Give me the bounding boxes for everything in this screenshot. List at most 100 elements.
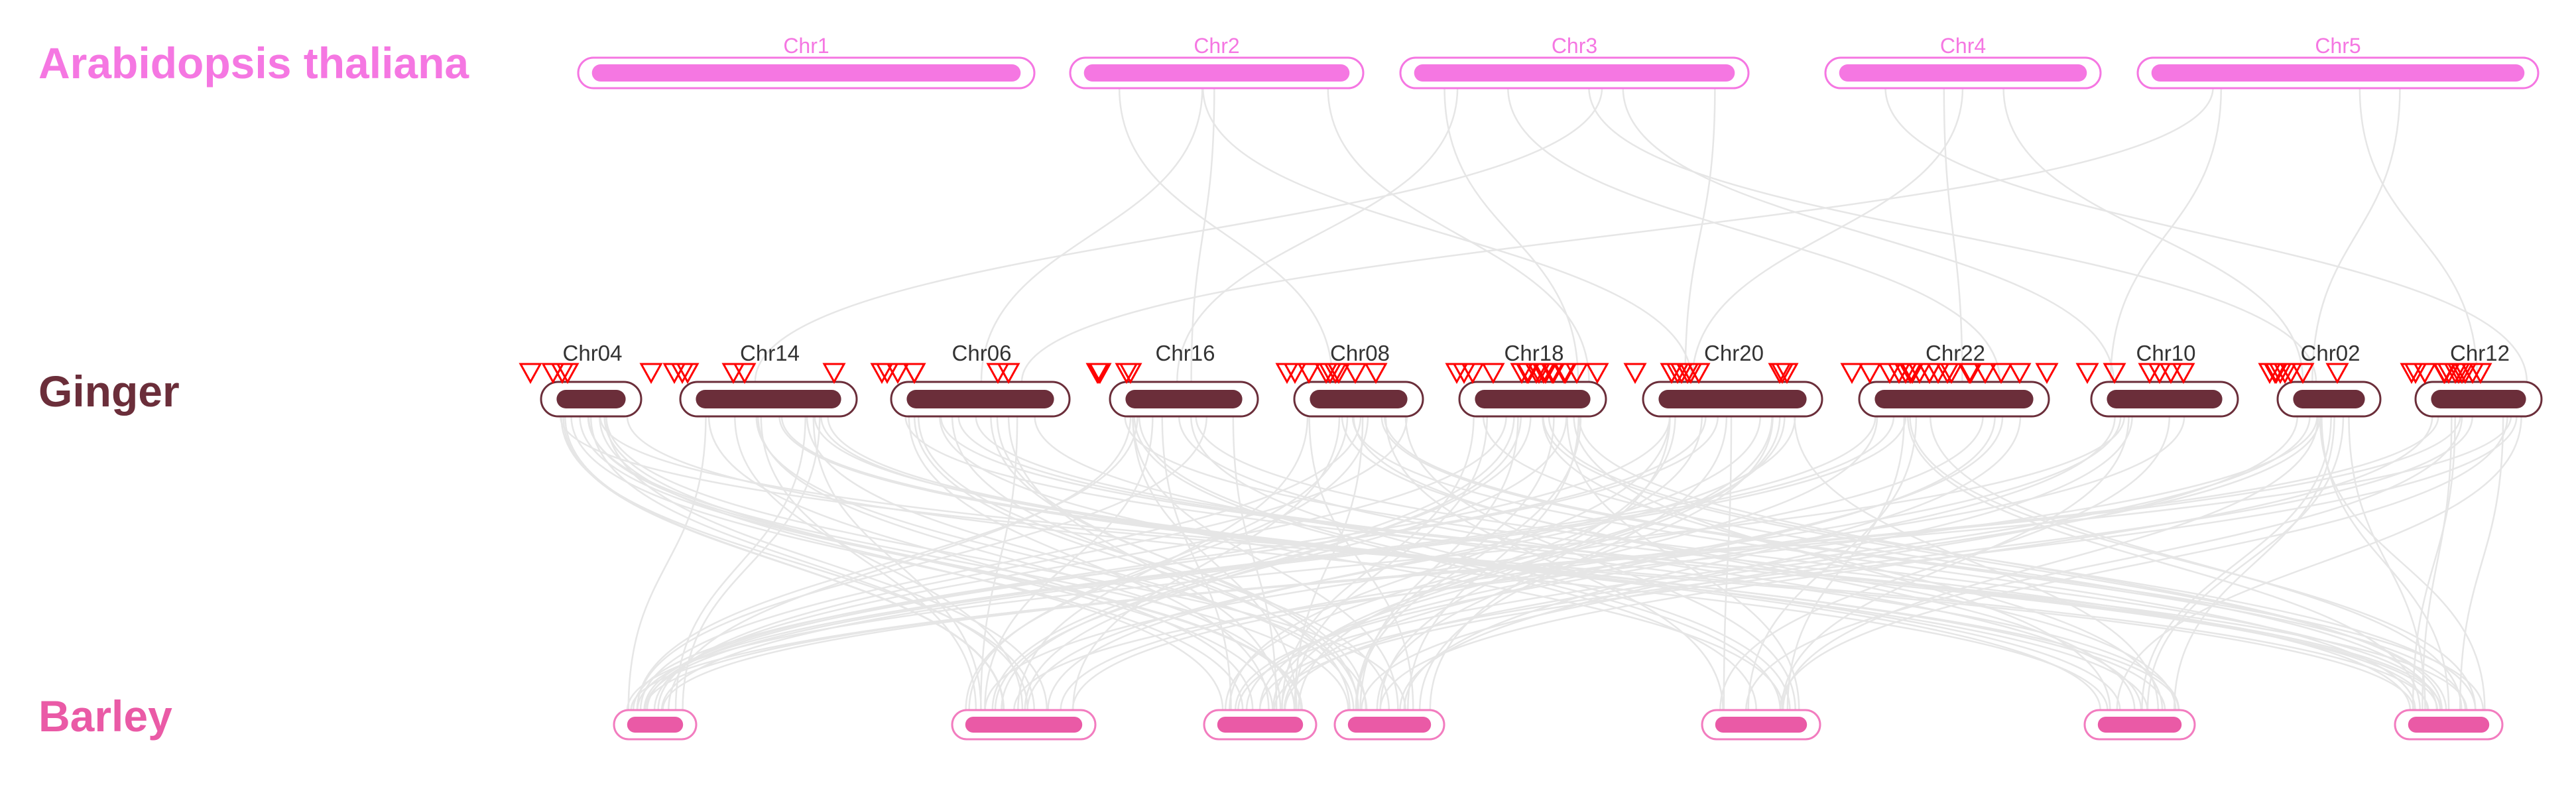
gene-marker	[902, 363, 926, 385]
synteny-link-ginger-barley	[2422, 416, 2453, 711]
chromosome-ginger-7: Chr20	[1642, 341, 1823, 418]
synteny-link-ginger-barley	[760, 416, 977, 711]
synteny-link-ginger-barley	[1124, 416, 2412, 711]
synteny-link-ginger-barley	[657, 416, 1408, 711]
gene-marker	[2461, 363, 2484, 385]
gene-marker	[2450, 363, 2474, 385]
synteny-link-ginger-barley	[626, 416, 2109, 711]
chromosome-barley-2	[951, 709, 1097, 741]
gene-marker	[1957, 363, 1981, 385]
chromosome-arabidopsis-thaliana-2: Chr2	[1069, 34, 1365, 90]
gene-marker	[1878, 363, 1902, 385]
chromosome-ginger-1: Chr04	[540, 341, 643, 418]
chromosome-label: Chr10	[2136, 341, 2196, 365]
synteny-link-ginger-barley	[707, 416, 1254, 711]
gene-marker	[2443, 363, 2467, 385]
chromosome-arabidopsis-thaliana-4: Chr4	[1824, 34, 2102, 90]
synteny-link-arabidopsis-ginger	[980, 87, 1203, 383]
chromosome-ginger-5: Chr08	[1293, 341, 1424, 418]
synteny-link-ginger-barley	[1930, 416, 2463, 711]
gene-marker	[2148, 363, 2172, 385]
chromosome-label: Chr20	[1704, 341, 1764, 365]
synteny-link-ginger-barley	[814, 416, 2166, 711]
gene-marker	[1840, 363, 1864, 385]
synteny-link-ginger-barley	[1013, 416, 2318, 711]
synteny-link-ginger-barley	[780, 416, 2179, 711]
chromosome-barley-4	[1333, 709, 1445, 741]
chromosome-barley-6	[2083, 709, 2196, 741]
synteny-link-ginger-barley	[755, 416, 1368, 711]
synteny-link-ginger-barley	[1723, 416, 1733, 711]
synteny-link-ginger-barley	[1379, 416, 2433, 711]
synteny-link-ginger-barley	[2321, 416, 2450, 711]
synteny-link-ginger-barley	[2412, 416, 2456, 711]
synteny-link-ginger-barley	[1283, 416, 1996, 711]
gene-marker	[1283, 363, 1307, 385]
synteny-link-ginger-barley	[996, 416, 1359, 711]
chromosome-bar	[1414, 64, 1735, 82]
gene-marker	[2008, 363, 2032, 385]
synteny-link-ginger-barley	[2116, 416, 2522, 711]
synteny-link-arabidopsis-ginger	[2002, 87, 2304, 383]
chromosome-ginger-8: Chr22	[1858, 341, 2050, 418]
synteny-link-arabidopsis-ginger	[754, 87, 1603, 383]
synteny-link-arabidopsis-ginger	[1118, 87, 1333, 383]
synteny-link-ginger-barley	[674, 416, 806, 711]
chromosome-barley-5	[1701, 709, 1821, 741]
chromosome-bar	[1347, 717, 1432, 733]
synteny-link-ginger-barley	[965, 416, 1369, 711]
chromosome-barley-3	[1203, 709, 1318, 741]
chromosome-ginger-10: Chr02	[2276, 341, 2382, 418]
synteny-link-arabidopsis-ginger	[1020, 87, 2214, 383]
synteny-link-ginger-barley	[1719, 416, 2171, 711]
synteny-link-ginger-barley	[734, 416, 1024, 711]
gene-marker	[733, 363, 757, 385]
chromosome-label: Chr4	[1940, 34, 1986, 58]
synteny-link-ginger-barley	[1361, 416, 2299, 711]
synteny-link-ginger-barley	[917, 416, 1390, 711]
synteny-link-ginger-barley	[570, 416, 1244, 711]
synteny-link-arabidopsis-ginger	[1884, 87, 2528, 383]
chromosome-barley-7	[2394, 709, 2504, 741]
gene-marker	[1623, 363, 1647, 385]
chromosome-bar	[696, 390, 841, 408]
chromosome-bar	[2431, 390, 2526, 408]
gene-marker	[1585, 363, 1609, 385]
gene-marker	[2291, 363, 2315, 385]
chromosome-ginger-6: Chr18	[1458, 341, 1607, 418]
synteny-link-ginger-barley	[1234, 416, 2116, 711]
gene-marker	[2404, 363, 2427, 385]
synteny-link-ginger-barley	[1017, 416, 1309, 711]
synteny-link-ginger-barley	[1072, 416, 1341, 711]
synteny-link-ginger-barley	[1195, 416, 2441, 711]
synteny-link-ginger-barley	[913, 416, 1359, 711]
synteny-link-ginger-barley	[637, 416, 1876, 711]
synteny-link-ginger-barley	[643, 416, 1671, 711]
synteny-link-arabidopsis-ginger	[1327, 87, 1590, 383]
chromosome-arabidopsis-thaliana-5: Chr5	[2136, 34, 2540, 90]
synteny-link-ginger-barley	[984, 416, 1154, 711]
synteny-link-ginger-barley	[1353, 416, 2136, 711]
gene-marker	[1481, 363, 1505, 385]
gene-marker	[902, 363, 926, 385]
synteny-link-arabidopsis-ginger	[1176, 87, 1459, 383]
synteny-link-ginger-barley	[1047, 416, 1762, 711]
gene-marker	[556, 363, 580, 385]
synteny-link-ginger-barley	[1294, 416, 1364, 711]
chromosome-bar	[2151, 64, 2525, 82]
synteny-link-ginger-barley	[2348, 416, 2426, 711]
synteny-link-arabidopsis-ginger	[1201, 87, 1693, 383]
synteny-link-ginger-barley	[1060, 416, 2122, 711]
chromosome-label: Chr5	[2315, 34, 2361, 58]
synteny-link-ginger-barley	[1132, 416, 1399, 711]
chromosome-label: Chr1	[783, 34, 829, 58]
chromosome-bar	[2107, 390, 2223, 408]
gene-marker	[870, 363, 894, 385]
synteny-link-ginger-barley	[1781, 416, 2130, 711]
synteny-link-ginger-barley	[644, 416, 1895, 711]
synteny-link-arabidopsis-ginger	[1691, 87, 1964, 383]
gene-marker	[2273, 363, 2297, 385]
chromosome-barley-1	[613, 709, 698, 741]
gene-marker	[2325, 363, 2349, 385]
gene-marker	[1565, 363, 1589, 385]
